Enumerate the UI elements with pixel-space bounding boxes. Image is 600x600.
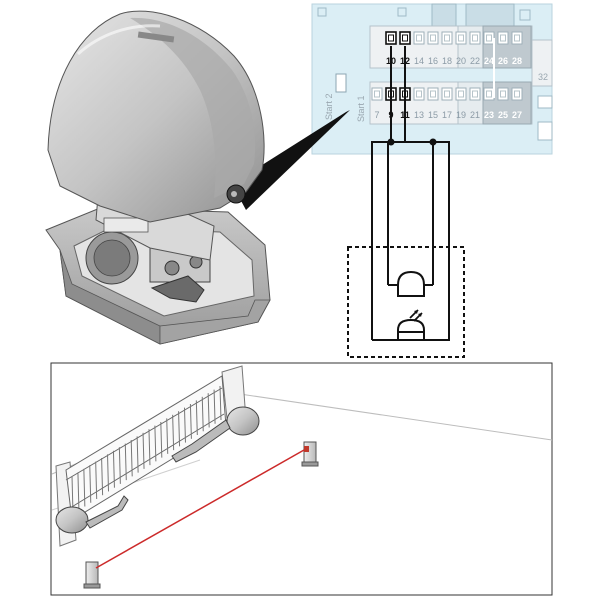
terminal-screw-23 <box>483 87 495 101</box>
photocell-transmitter-symbol <box>397 309 425 341</box>
terminal-screw-7 <box>371 87 383 101</box>
gate-operator-left <box>55 506 89 534</box>
terminal-screw-27 <box>511 87 523 101</box>
photocell-receiver-icon <box>397 270 425 297</box>
terminal-screw-19 <box>455 87 467 101</box>
terminal-screw-14 <box>413 31 425 45</box>
terminal-label-21: 21 <box>470 110 480 120</box>
bottom-terminal-screws <box>371 87 523 101</box>
terminal-label-17: 17 <box>442 110 452 120</box>
wire-loop-outer <box>371 141 450 341</box>
terminal-32-label: 32 <box>538 72 548 82</box>
terminal-label-25: 25 <box>498 110 508 120</box>
terminal-label-16: 16 <box>428 56 438 66</box>
junction-dot <box>387 138 395 146</box>
terminal-label-7: 7 <box>374 110 379 120</box>
terminal-label-19: 19 <box>456 110 466 120</box>
photocell-receiver-symbol <box>397 270 425 297</box>
photocell-post-right <box>301 441 319 467</box>
terminal-screw-17 <box>441 87 453 101</box>
terminal-screw-13 <box>413 87 425 101</box>
terminal-label-13: 13 <box>414 110 424 120</box>
board-component <box>519 9 531 21</box>
terminal-screw-10 <box>385 31 397 45</box>
board-side-terminal <box>531 39 553 87</box>
terminal-screw-22 <box>469 31 481 45</box>
terminal-label-28: 28 <box>512 56 522 66</box>
board-component <box>537 95 553 109</box>
terminal-label-18: 18 <box>442 56 452 66</box>
board-relay <box>465 3 515 27</box>
terminal-strip <box>103 217 149 233</box>
terminal-label-22: 22 <box>470 56 480 66</box>
gate-bars <box>71 385 222 515</box>
board-component <box>317 7 327 17</box>
terminal-screw-28 <box>511 31 523 45</box>
start-1-label: Start 1 <box>356 95 366 122</box>
wiring <box>371 46 450 341</box>
terminal-screw-21 <box>469 87 481 101</box>
terminal-label-26: 26 <box>498 56 508 66</box>
terminal-screw-26 <box>497 31 509 45</box>
release-lever <box>150 275 205 303</box>
terminal-screw-15 <box>427 87 439 101</box>
terminal-label-27: 27 <box>512 110 522 120</box>
terminal-label-15: 15 <box>428 110 438 120</box>
terminal-screw-24 <box>483 31 495 45</box>
infrared-beam <box>95 449 305 569</box>
top-terminal-screws <box>385 31 523 45</box>
terminal-label-20: 20 <box>456 56 466 66</box>
gate-motor-unit <box>45 10 271 345</box>
terminal-screw-16 <box>427 31 439 45</box>
board-component <box>397 7 407 17</box>
terminal-screw-25 <box>497 87 509 101</box>
terminal-label-24: 24 <box>484 56 494 66</box>
photocell-transmitter-icon <box>397 318 425 340</box>
junction-dot <box>429 138 437 146</box>
terminal-screw-18 <box>441 31 453 45</box>
photocell-enclosure <box>347 246 465 358</box>
gate-scene <box>51 365 553 589</box>
board-relay <box>431 3 457 27</box>
photocell-post-left <box>83 561 101 589</box>
start2-button <box>335 73 347 93</box>
terminal-screw-12 <box>399 31 411 45</box>
brand-badge <box>137 31 175 43</box>
start-2-label: Start 2 <box>324 93 334 120</box>
terminal-label-14: 14 <box>414 56 424 66</box>
board-component <box>537 121 553 141</box>
gate-operator-right <box>226 406 260 436</box>
terminal-label-23: 23 <box>484 110 494 120</box>
operator-arm-right <box>171 419 231 463</box>
callout-pointer <box>232 110 350 210</box>
terminal-screw-20 <box>455 31 467 45</box>
operator-arm-left <box>85 495 129 529</box>
